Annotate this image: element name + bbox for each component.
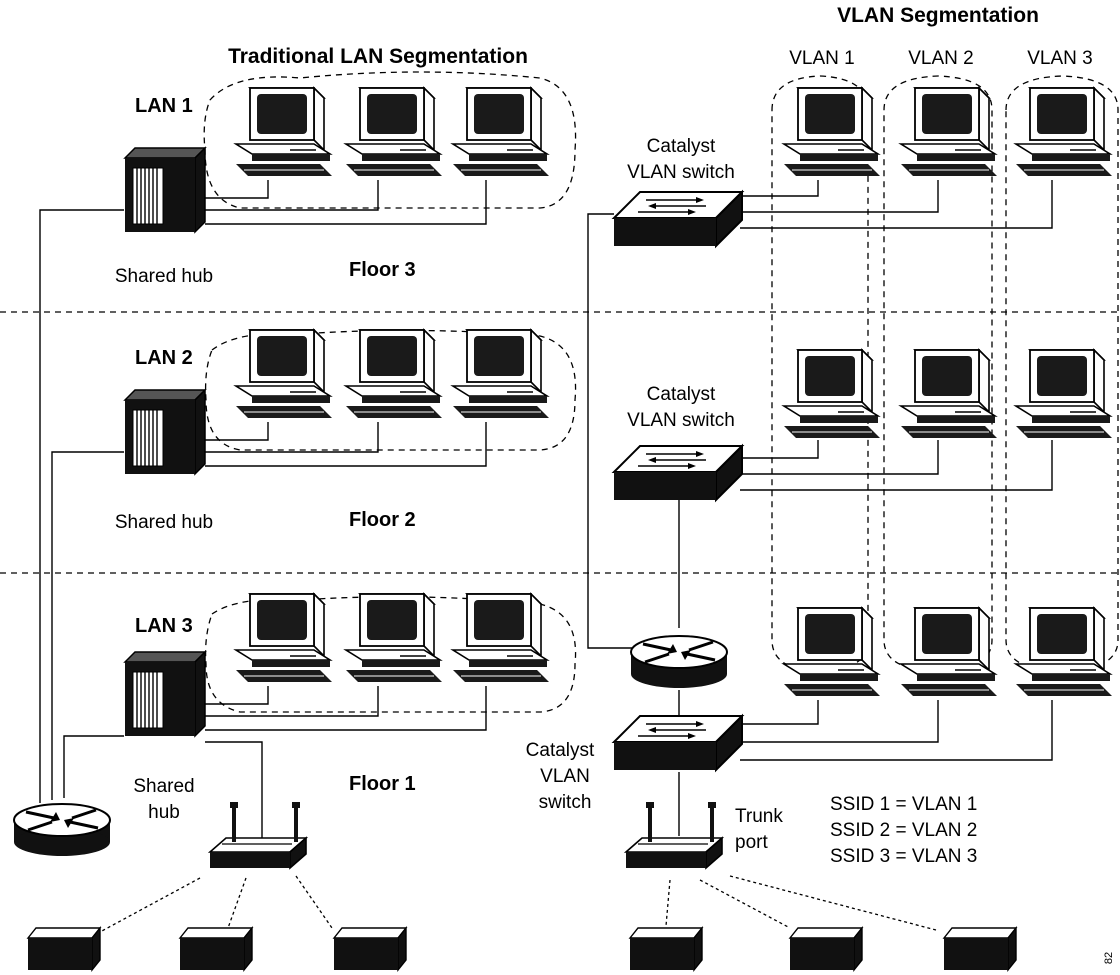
vlan3-pc-floor1 <box>1015 607 1113 697</box>
shared-hub-label-floor1-line1: Shared <box>133 776 194 797</box>
vlan3-pc-floor3 <box>1015 87 1113 177</box>
shared-hub-label-floor2: Shared hub <box>115 512 213 533</box>
trunk-port-label-line1: Trunk <box>735 806 783 827</box>
wireless-client-1 <box>27 927 101 971</box>
radio-link-1 <box>99 877 201 933</box>
catalyst-switch-floor3 <box>613 191 743 247</box>
catalyst-switch-floor1 <box>613 715 743 771</box>
vlan-title: VLAN Segmentation <box>837 4 1039 27</box>
wireless-client-4 <box>629 927 703 971</box>
vlan1-pc-floor3 <box>783 87 881 177</box>
lan3-pc-2 <box>345 593 443 683</box>
catalyst-switch-floor2 <box>613 445 743 501</box>
vlan3-column-label: VLAN 3 <box>1027 48 1092 69</box>
radio-link-5 <box>699 879 791 929</box>
vlan2-pc-floor1 <box>900 607 998 697</box>
lan3-pc-3 <box>452 593 550 683</box>
lan3-label: LAN 3 <box>135 615 193 637</box>
radio-link-4 <box>665 879 671 927</box>
vlan3-pc-floor2 <box>1015 349 1113 439</box>
floor1-label: Floor 1 <box>349 773 416 795</box>
lan1-pc-2 <box>345 87 443 177</box>
vlan1-column-label: VLAN 1 <box>789 48 854 69</box>
traditional-title: Traditional LAN Segmentation <box>228 45 528 68</box>
lan2-label: LAN 2 <box>135 347 193 369</box>
access-point-vlan <box>625 801 723 869</box>
lan2-pc-1 <box>235 329 333 419</box>
wireless-client-5 <box>789 927 863 971</box>
ssid-mapping-1: SSID 1 = VLAN 1 <box>830 794 977 815</box>
lan2-pc-3 <box>452 329 550 419</box>
vlan1-pc-floor2 <box>783 349 881 439</box>
wireless-client-2 <box>179 927 253 971</box>
access-point-traditional <box>209 801 307 869</box>
wireless-client-6 <box>943 927 1017 971</box>
catalyst-label-floor3-line2: VLAN switch <box>627 162 735 183</box>
catalyst-label-floor2-line1: Catalyst <box>647 384 716 405</box>
radio-link-6 <box>729 875 937 931</box>
lan2-pc-2 <box>345 329 443 419</box>
vlan2-pc-floor3 <box>900 87 998 177</box>
lan3-pc-1 <box>235 593 333 683</box>
catalyst-label-floor1-line3: switch <box>539 792 592 813</box>
catalyst-label-floor2-line2: VLAN switch <box>627 410 735 431</box>
catalyst-label-floor1-line2: VLAN <box>540 766 590 787</box>
ssid-mapping-3: SSID 3 = VLAN 3 <box>830 846 977 867</box>
ssid-mapping-2: SSID 2 = VLAN 2 <box>830 820 977 841</box>
floor2-label: Floor 2 <box>349 509 416 531</box>
router-vlan <box>629 634 729 690</box>
lan1-pc-3 <box>452 87 550 177</box>
shared-hub-label-floor1-line2: hub <box>148 802 180 823</box>
figure-id: 82 <box>1103 952 1115 964</box>
radio-link-3 <box>295 875 333 929</box>
wireless-client-3 <box>333 927 407 971</box>
vlan2-column-label: VLAN 2 <box>908 48 973 69</box>
shared-hub-floor2 <box>124 389 206 475</box>
lan1-pc-1 <box>235 87 333 177</box>
trunk-port-label-line2: port <box>735 832 768 853</box>
shared-hub-floor1 <box>124 651 206 737</box>
vlan2-pc-floor2 <box>900 349 998 439</box>
shared-hub-floor3 <box>124 147 206 233</box>
shared-hub-label-floor3: Shared hub <box>115 266 213 287</box>
radio-link-2 <box>227 877 247 929</box>
vlan1-pc-floor1 <box>783 607 881 697</box>
lan1-label: LAN 1 <box>135 95 193 117</box>
router-traditional <box>12 802 112 858</box>
catalyst-label-floor1-line1: Catalyst <box>526 740 595 761</box>
catalyst-label-floor3-line1: Catalyst <box>647 136 716 157</box>
floor3-label: Floor 3 <box>349 259 416 281</box>
